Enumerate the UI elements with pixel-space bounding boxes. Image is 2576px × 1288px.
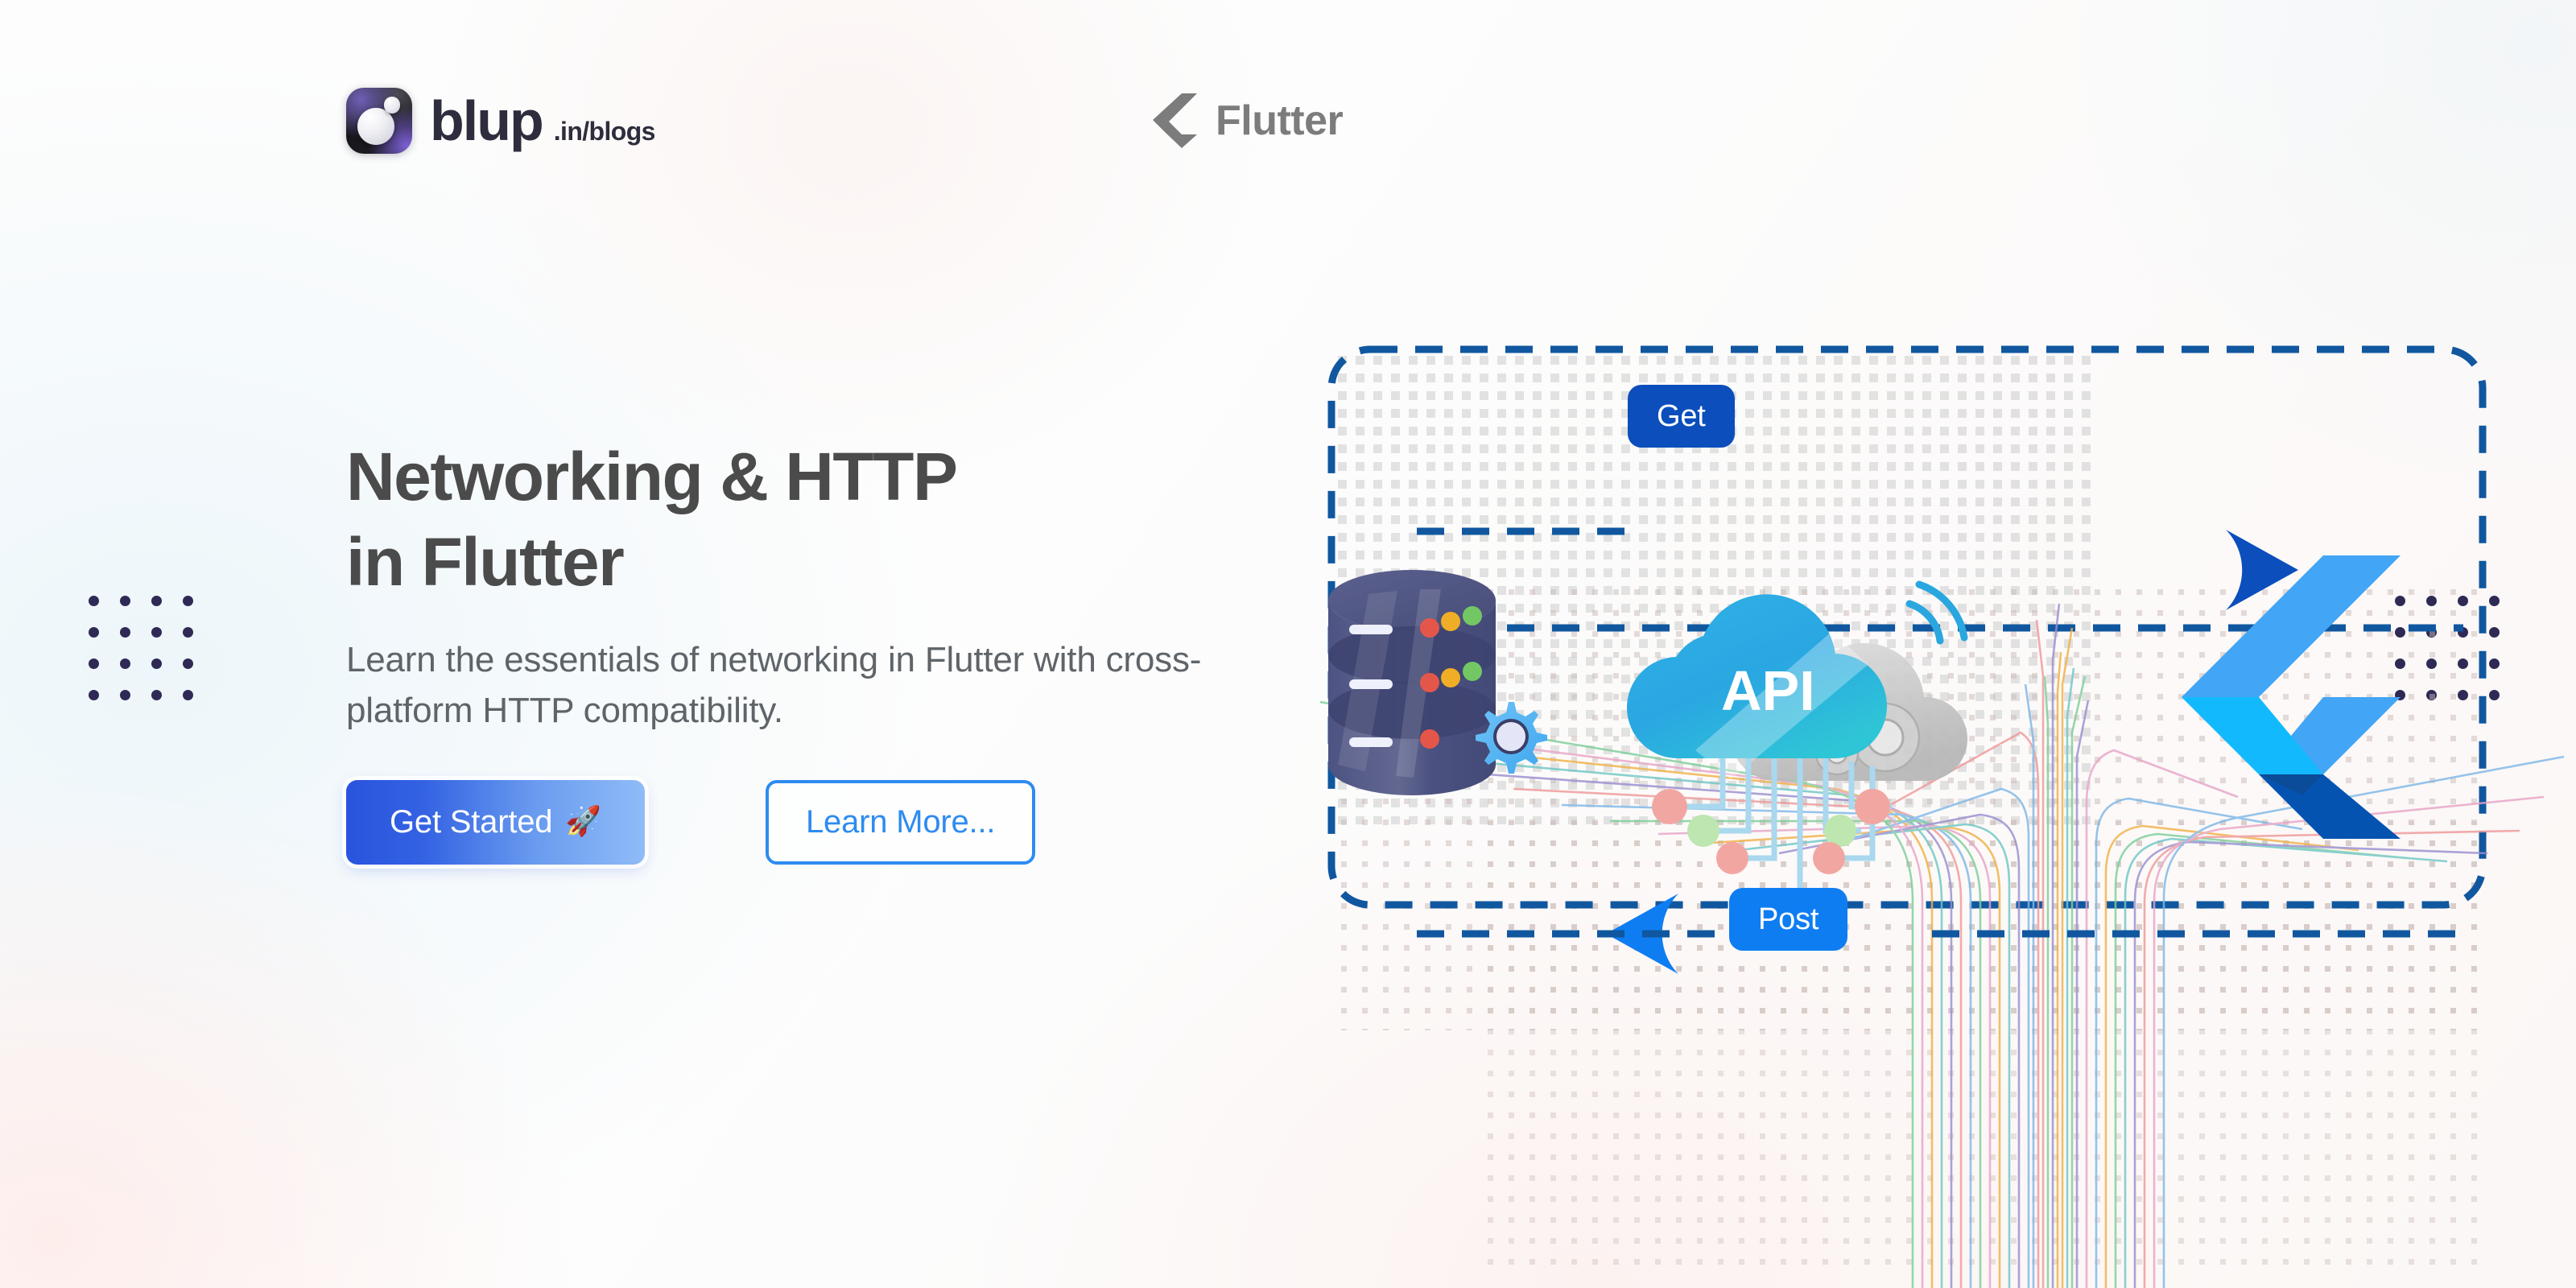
page-header: blup .in/blogs Flutter: [0, 0, 2576, 242]
hero-copy: Networking & HTTP in Flutter Learn the e…: [346, 435, 1296, 865]
headline-line-2: in Flutter: [346, 523, 625, 600]
brand-logo[interactable]: blup .in/blogs: [346, 88, 655, 154]
gear-icon: [1476, 702, 1547, 774]
cta-row: Get Started 🚀 Learn More...: [346, 780, 1296, 865]
decorative-dot-grid-left: [89, 596, 193, 700]
flutter-logo-icon: [1153, 93, 1198, 148]
get-started-label: Get Started: [390, 804, 553, 840]
brand-name: blup: [430, 89, 544, 152]
get-started-button[interactable]: Get Started 🚀: [346, 780, 645, 865]
page-title: Networking & HTTP in Flutter: [346, 435, 1296, 605]
badge-get-label: Get: [1657, 399, 1706, 433]
learn-more-button[interactable]: Learn More...: [765, 780, 1036, 865]
badge-get[interactable]: Get: [1628, 385, 1735, 448]
hero-subtitle: Learn the essentials of networking in Fl…: [346, 639, 1202, 731]
brand-suffix: .in/blogs: [553, 117, 656, 146]
flutter-logo-icon: [2182, 555, 2401, 839]
database-cylinder-icon: [1328, 570, 1547, 795]
flutter-brand: Flutter: [1153, 93, 1344, 148]
logo-blob-small: [383, 97, 401, 114]
api-cloud-label: API: [1721, 659, 1815, 722]
networking-illustration: API: [1320, 338, 2576, 1288]
logo-blob-large: [357, 108, 394, 146]
headline-line-1: Networking & HTTP: [346, 439, 958, 514]
rocket-emoji: 🚀: [565, 803, 601, 837]
blup-blob-logo-icon: [346, 88, 412, 154]
arrow-right-icon: [2226, 530, 2298, 610]
signal-icon: [1905, 580, 1968, 645]
badge-post-label: Post: [1758, 902, 1819, 936]
api-cloud-icon: API: [1627, 580, 1968, 921]
flutter-brand-label: Flutter: [1216, 97, 1344, 144]
learn-more-label: Learn More...: [805, 804, 996, 840]
illustration-canvas: API: [1320, 345, 2565, 1288]
badge-post[interactable]: Post: [1729, 888, 1848, 951]
